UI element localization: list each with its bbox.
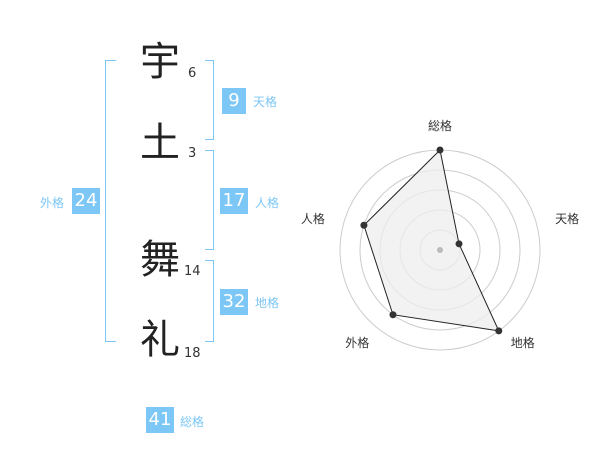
soukaku-value: 41 bbox=[146, 407, 174, 433]
tenkaku-value: 9 bbox=[222, 88, 246, 114]
radar-axis-label-2: 天格 bbox=[555, 211, 579, 226]
name-char-1: 宇 bbox=[140, 39, 180, 85]
radar-axis-label-3: 地格 bbox=[511, 335, 535, 350]
soukaku-label: 総格 bbox=[180, 415, 205, 429]
name-char-3: 舞 bbox=[140, 237, 180, 283]
stroke-count-1: 6 bbox=[188, 66, 197, 81]
gaikaku-bracket bbox=[105, 60, 116, 342]
name-char-4: 礼 bbox=[140, 317, 180, 363]
radar-point-5 bbox=[360, 221, 368, 229]
chikaku-bracket bbox=[205, 260, 214, 342]
name-char-2: 土 bbox=[140, 120, 180, 166]
tenkaku-label: 天格 bbox=[253, 95, 278, 109]
radar-axis-label-1: 総格 bbox=[428, 118, 452, 133]
jinkaku-value: 17 bbox=[220, 188, 248, 214]
gaikaku-label: 外格 bbox=[40, 196, 65, 210]
jinkaku-label: 人格 bbox=[255, 196, 280, 210]
radar-polygon bbox=[363, 148, 500, 332]
chikaku-label: 地格 bbox=[255, 296, 280, 310]
radar-point-4 bbox=[389, 311, 397, 319]
radar-point-2 bbox=[455, 240, 463, 248]
radar-point-3 bbox=[495, 327, 503, 335]
tenkaku-bracket bbox=[205, 60, 214, 140]
radar-point-1 bbox=[436, 146, 444, 154]
radar-axis-label-5: 人格 bbox=[301, 211, 325, 226]
gaikaku-value: 24 bbox=[72, 188, 100, 214]
stroke-count-2: 3 bbox=[188, 146, 197, 161]
jinkaku-bracket bbox=[205, 150, 214, 250]
radar-center-dot bbox=[437, 247, 443, 253]
stroke-count-4: 18 bbox=[184, 346, 201, 361]
chikaku-value: 32 bbox=[220, 289, 248, 315]
stroke-count-3: 14 bbox=[184, 264, 201, 279]
radar-axis-label-4: 外格 bbox=[345, 335, 369, 350]
